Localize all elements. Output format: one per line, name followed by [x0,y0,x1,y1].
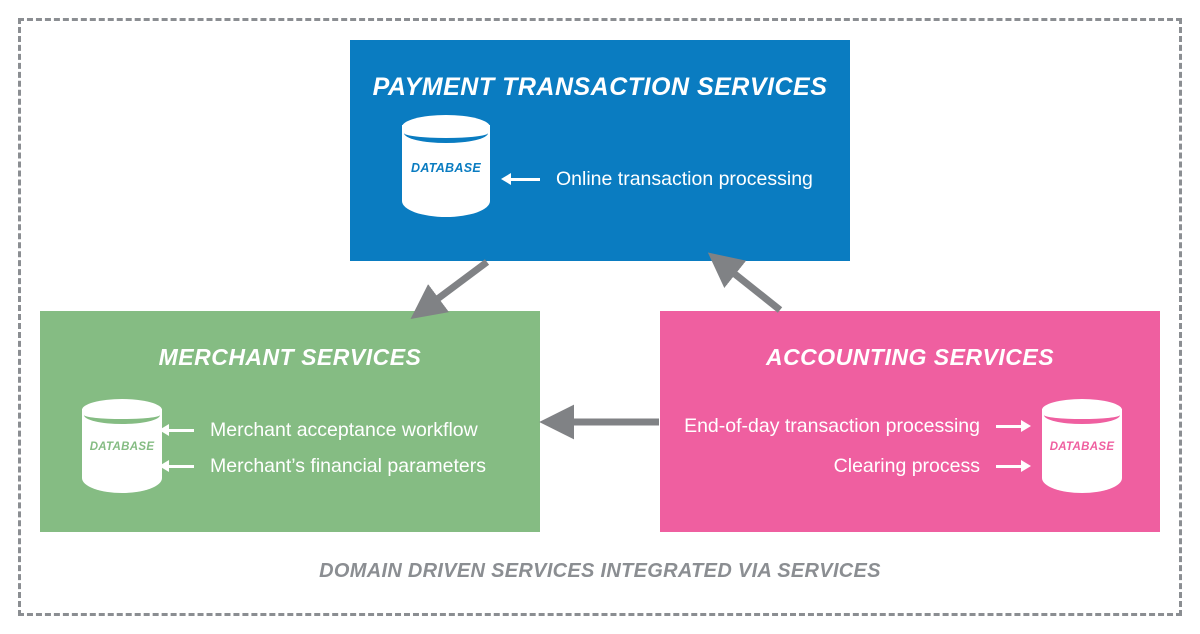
accounting-database-label: DATABASE [1049,441,1115,453]
merchant-services-title: MERCHANT SERVICES [158,344,422,370]
merchant-services-box[interactable]: MERCHANT SERVICES DATABASE Merchant acce… [40,311,540,532]
accounting-annotation-row-1: End-of-day transaction processing [684,415,1031,438]
payment-annotation-row-1: Online transaction processing [501,168,813,191]
merchant-annotation-label-2: Merchant’s financial parameters [210,455,487,477]
outer-dashed-frame [18,18,1182,616]
payment-transaction-services-title: PAYMENT TRANSACTION SERVICES [372,73,828,101]
accounting-annotation-label-1: End-of-day transaction processing [684,415,980,437]
merchant-annotation-row-1: Merchant acceptance workflow [159,419,478,442]
payment-transaction-services-box[interactable]: PAYMENT TRANSACTION SERVICES DATABASE On… [350,40,850,261]
accounting-services-title: ACCOUNTING SERVICES [765,344,1055,370]
arrow-left-icon [501,173,540,185]
accounting-annotation-row-2: Clearing process [833,455,1031,478]
accounting-database-icon: DATABASE [1042,399,1122,501]
accounting-annotation-label-2: Clearing process [833,455,980,477]
merchant-annotation-row-2: Merchant’s financial parameters [159,455,487,478]
arrow-right-icon [996,460,1031,472]
merchant-database-icon: DATABASE [82,399,162,501]
arrow-left-icon [159,424,194,436]
cylinder-rim-line [84,406,160,424]
cylinder-rim-line [1044,406,1120,424]
arrow-right-icon [996,420,1031,432]
merchant-database-label: DATABASE [89,441,155,453]
payment-annotation-label-1: Online transaction processing [556,168,813,190]
payment-database-icon: DATABASE [402,115,490,227]
diagram-caption: DOMAIN DRIVEN SERVICES INTEGRATED VIA SE… [319,560,881,582]
accounting-services-box[interactable]: ACCOUNTING SERVICES DATABASE End-of-day … [660,311,1160,532]
merchant-annotation-label-1: Merchant acceptance workflow [210,419,478,441]
payment-database-label: DATABASE [411,161,481,175]
cylinder-rim-line [404,123,488,143]
arrow-left-icon [159,460,194,472]
